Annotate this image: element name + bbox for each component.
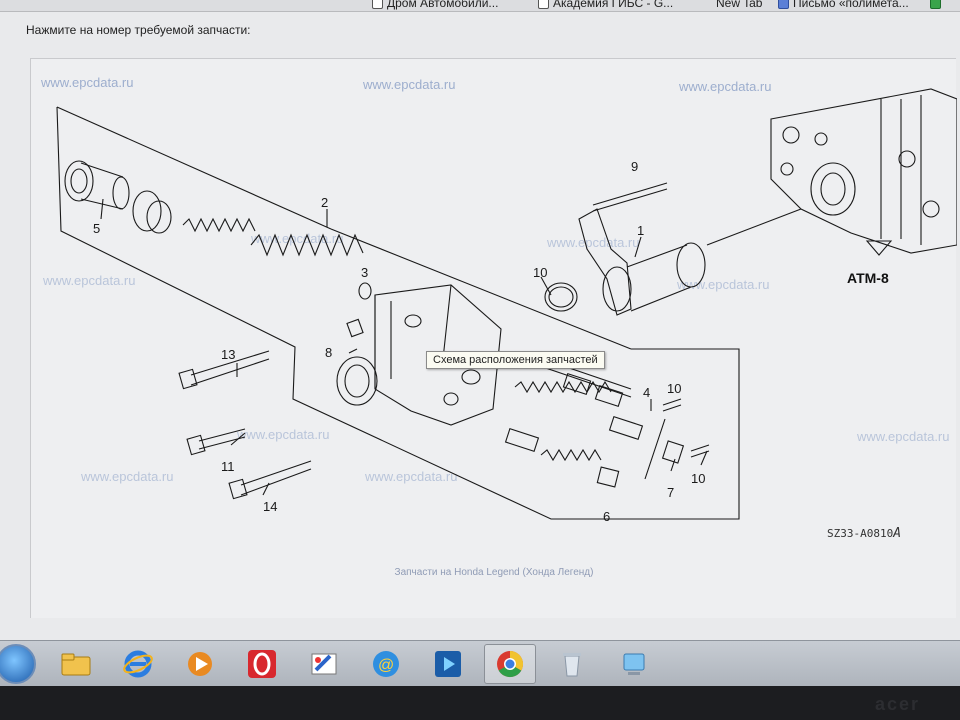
ie-icon[interactable] — [112, 644, 164, 684]
callout-14[interactable]: 14 — [263, 499, 277, 514]
video-player-icon[interactable] — [422, 644, 474, 684]
bookmark-drom[interactable]: Дром Автомобили... — [372, 0, 498, 10]
callout-8[interactable]: 8 — [325, 345, 332, 360]
start-button[interactable] — [0, 643, 36, 684]
drawing-code: SZ33-A0810A — [827, 526, 901, 541]
taskbar: @ — [0, 640, 960, 686]
mail-icon — [778, 0, 789, 9]
atm-8-reference-link[interactable]: ATM-8 — [847, 270, 889, 286]
bookmark-mail[interactable]: Письмо «полимета... — [778, 0, 909, 10]
callout-9[interactable]: 9 — [631, 159, 638, 174]
green-page-icon — [930, 0, 941, 9]
callout-6[interactable]: 6 — [603, 509, 610, 524]
watermark: www.epcdata.ru — [41, 75, 134, 90]
media-player-icon[interactable] — [174, 644, 226, 684]
mail-agent-icon[interactable]: @ — [360, 644, 412, 684]
page-icon — [372, 0, 383, 9]
callout-5[interactable]: 5 — [93, 221, 100, 236]
watermark: www.epcdata.ru — [857, 429, 950, 444]
instruction-text: Нажмите на номер требуемой запчасти: — [26, 23, 251, 37]
callout-10b[interactable]: 10 — [691, 471, 705, 486]
watermark: www.epcdata.ru — [81, 469, 174, 484]
callout-11[interactable]: 10 — [533, 265, 547, 280]
watermark: www.epcdata.ru — [547, 235, 640, 250]
watermark: www.epcdata.ru — [43, 273, 136, 288]
tooltip: Схема расположения запчастей — [426, 351, 605, 369]
callout-7[interactable]: 7 — [667, 485, 674, 500]
exploded-view-drawing: 2 9 1 5 3 10 13 8 4 10 11 10 7 14 6 ATM-… — [56, 88, 957, 541]
boundary-line — [56, 106, 332, 230]
boundary-line — [56, 106, 740, 520]
page-icon — [538, 0, 549, 9]
bookmark-new-tab[interactable]: New Tab — [716, 0, 763, 10]
monitor-brand-logo: acer — [874, 694, 920, 714]
paint-icon[interactable] — [298, 644, 350, 684]
callout-13[interactable]: 13 — [221, 347, 235, 362]
watermark: www.epcdata.ru — [679, 79, 772, 94]
bookmark-akademiya[interactable]: Академия ГИБС - G... — [538, 0, 673, 10]
page-content: Нажмите на номер требуемой запчасти: www… — [0, 12, 960, 640]
watermark: www.epcdata.ru — [363, 77, 456, 92]
monitor-bezel: acer — [0, 686, 960, 720]
network-icon[interactable] — [608, 644, 660, 684]
recycle-bin-icon[interactable] — [546, 644, 598, 684]
callout-2[interactable]: 2 — [321, 195, 328, 210]
opera-icon[interactable] — [236, 644, 288, 684]
bookmark-extra[interactable] — [930, 0, 941, 10]
svg-text:@: @ — [378, 657, 394, 674]
callout-4[interactable]: 4 — [643, 385, 650, 400]
watermark: www.epcdata.ru — [365, 469, 458, 484]
footer-note: Запчасти на Honda Legend (Хонда Легенд) — [394, 567, 594, 578]
explorer-icon[interactable] — [50, 644, 102, 684]
watermark: www.epcdata.ru — [237, 427, 330, 442]
callout-1[interactable]: 1 — [637, 223, 644, 238]
callout-10[interactable]: 10 — [667, 381, 681, 396]
chrome-icon[interactable] — [484, 643, 536, 684]
callout-12[interactable]: 11 — [221, 459, 235, 474]
callout-3[interactable]: 3 — [361, 265, 368, 280]
parts-diagram: www.epcdata.ru www.epcdata.ru www.epcdat… — [30, 58, 957, 618]
bookmarks-bar: Дром Автомобили... Академия ГИБС - G... … — [0, 0, 960, 12]
